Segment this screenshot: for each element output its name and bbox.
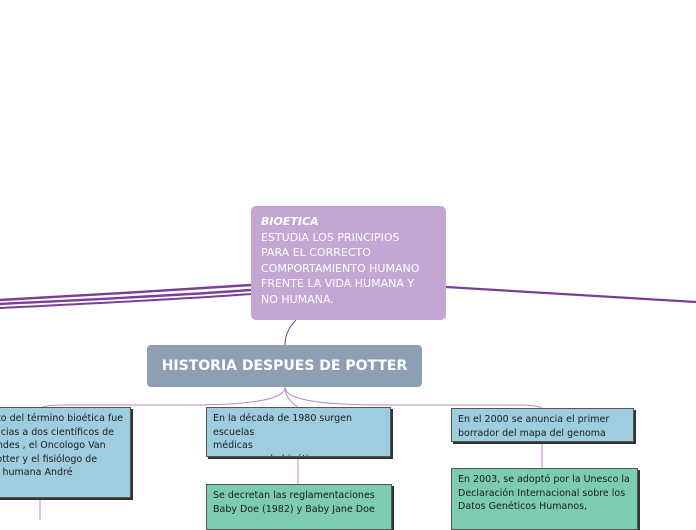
central-title: BIOETICA [261, 215, 319, 228]
connector-right [445, 285, 696, 304]
connector-topic-left [39, 386, 286, 409]
subtopic-genome-2000[interactable]: En el 2000 se anuncia el primer borrador… [451, 408, 634, 442]
connector-topic-right [284, 386, 543, 409]
subtopic-baby-doe[interactable]: Se decretan las reglamentaciones Baby Do… [206, 484, 392, 530]
subtopic-1980-schools[interactable]: En la década de 1980 surgen escuelas méd… [206, 407, 391, 457]
topic-node[interactable]: HISTORIA DESPUES DE POTTER [147, 345, 422, 387]
connector-left-1 [0, 283, 252, 302]
subtopic-potter-origin[interactable]: nto del término bioética fue racias a do… [0, 407, 131, 498]
subtopic-unesco-2003[interactable]: En 2003, se adoptó por la Unesco la Decl… [451, 468, 638, 530]
connector-central-topic [284, 319, 297, 346]
connector-left-2 [0, 288, 252, 306]
central-body: ESTUDIA LOS PRINCIPIOS PARA EL CORRECTO … [261, 230, 420, 306]
central-node[interactable]: BIOETICA ESTUDIA LOS PRINCIPIOS PARA EL … [251, 206, 446, 320]
connector-left-3 [0, 293, 252, 309]
